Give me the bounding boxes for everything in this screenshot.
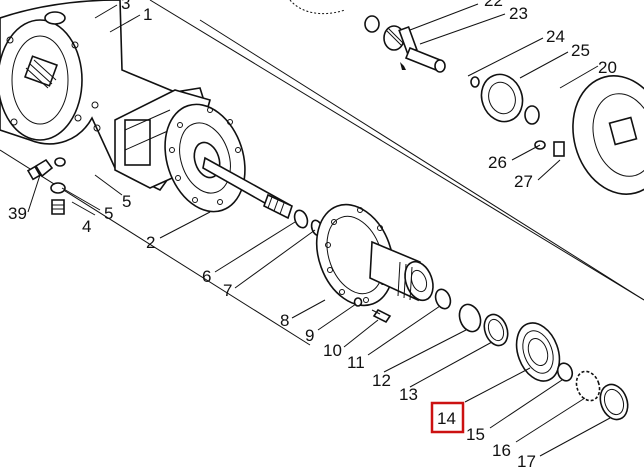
hub-rings [434,288,509,347]
highlight-box [430,401,465,434]
wheel-hub [315,203,434,307]
callout-20: 20 [598,58,617,77]
callout-27: 27 [514,172,533,191]
callout-1: 1 [143,5,152,24]
callout-15: 15 [466,425,485,444]
assembly-axis-lines [0,0,644,346]
callout-labels: 1 2 3 4 5 5 6 7 8 9 10 11 12 13 14 15 16… [8,0,617,470]
callout-23: 23 [509,4,528,23]
callout-4: 4 [82,217,91,236]
callout-13: 13 [399,385,418,404]
callout-26: 26 [488,153,507,172]
housing-bolts [26,157,66,215]
callout-12: 12 [372,371,391,390]
callout-39: 39 [8,204,27,223]
planetary-parts [289,0,644,195]
callout-6: 6 [202,267,211,286]
callout-22: 22 [484,0,503,10]
callout-7: 7 [223,281,232,300]
drive-shaft [202,156,293,220]
callout-9: 9 [305,326,314,345]
hub-bearing [515,322,561,382]
callout-8: 8 [280,311,289,330]
callout-5b: 5 [122,192,131,211]
callout-24: 24 [546,27,565,46]
callout-10: 10 [323,341,342,360]
callout-3: 3 [121,0,130,13]
callout-14: 14 [437,409,456,428]
callout-11: 11 [347,353,365,372]
highlighted-callout-14[interactable]: 14 [430,401,465,434]
callout-2: 2 [146,233,155,252]
leader-lines [27,3,611,457]
callout-17: 17 [517,452,536,470]
callout-5a: 5 [104,204,113,223]
axle-housing [0,0,246,213]
callout-25: 25 [571,41,590,60]
callout-16: 16 [492,441,511,460]
end-rings [556,362,629,421]
hub-fasteners [353,297,392,324]
